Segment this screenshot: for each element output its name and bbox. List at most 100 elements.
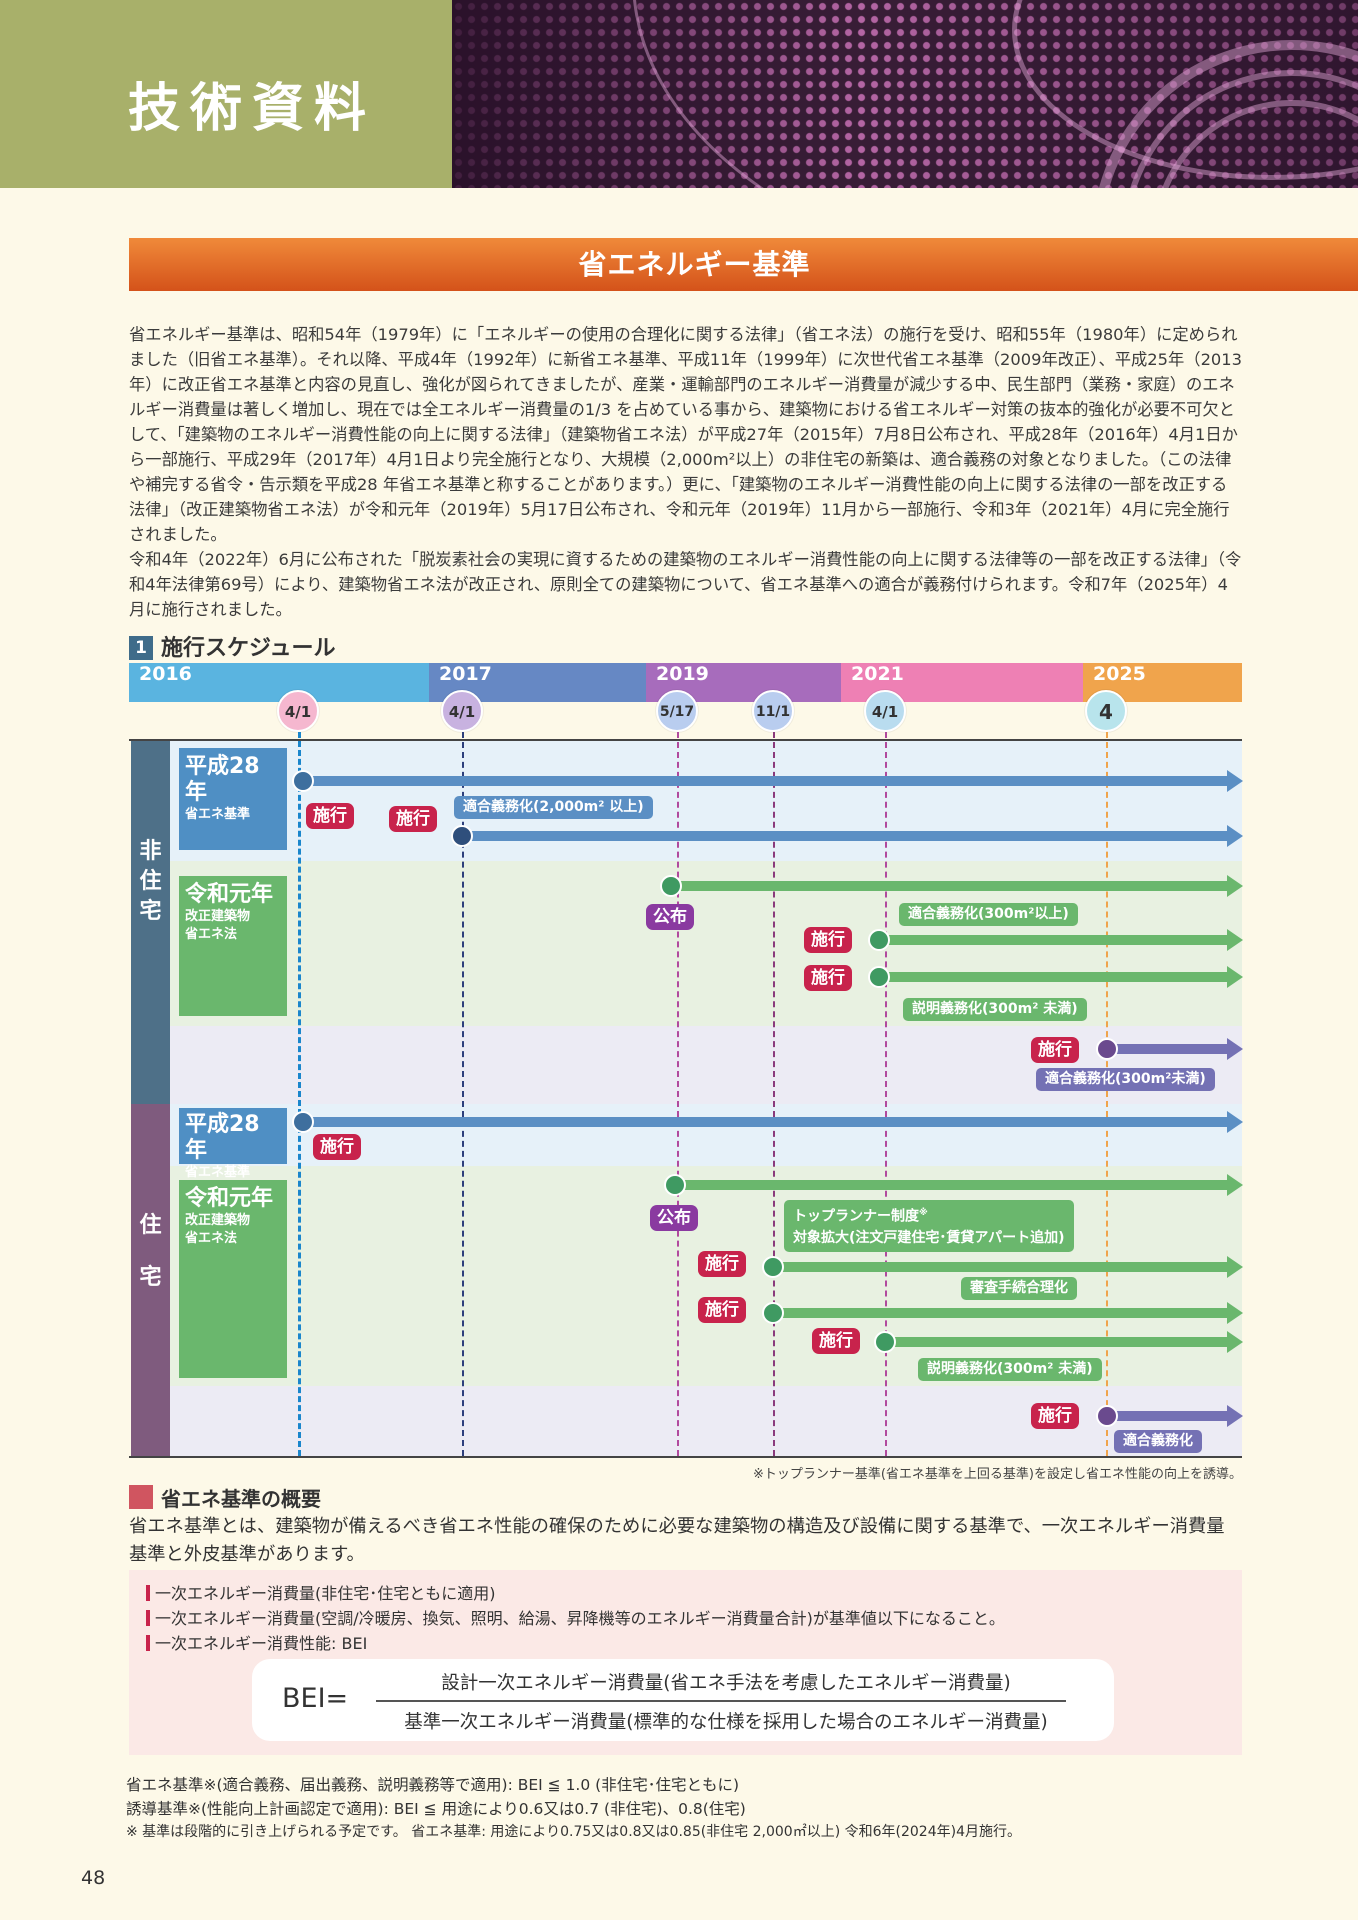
- timeline-arrow: [303, 770, 1243, 792]
- law-subtitle: 省エネ法: [185, 1231, 238, 1246]
- group-label-nonresidential: 非住宅: [131, 741, 170, 1104]
- label-review: 審査手続合理化: [961, 1277, 1077, 1300]
- page-number: 48: [81, 1867, 106, 1889]
- overview-bullet: 一次エネルギー消費量(非住宅･住宅ともに適用): [146, 1580, 496, 1604]
- law-subtitle: 省エネ基準: [185, 1165, 251, 1180]
- schedule-footnote: ※トップランナー基準(省エネ基準を上回る基準)を設定し省エネ性能の向上を誘導。: [752, 1467, 1242, 1482]
- formula-denominator: 基準一次エネルギー消費量(標準的な仕様を採用した場合のエネルギー消費量): [404, 1712, 1048, 1733]
- label-fit-300: 適合義務化(300m²以上): [899, 903, 1078, 926]
- divider: [129, 739, 1242, 741]
- label-fit-2000: 適合義務化(2,000m² 以上): [454, 796, 653, 819]
- intro-text: 省エネルギー基準は、昭和54年（1979年）に「エネルギーの使用の合理化に関する…: [129, 322, 1242, 622]
- year-band-2016: 2016: [129, 663, 429, 702]
- overview-title: 省エネ基準の概要: [161, 1487, 321, 1511]
- milestone-dot: [664, 1174, 686, 1196]
- enforce-tag: 施行: [313, 1134, 361, 1160]
- publish-tag: 公布: [650, 1205, 698, 1231]
- enforce-tag: 施行: [1031, 1037, 1079, 1063]
- intro-paragraph: 省エネルギー基準は、昭和54年（1979年）に「エネルギーの使用の合理化に関する…: [129, 325, 1242, 544]
- label-explain-300: 説明義務化(300m² 未満): [903, 998, 1087, 1021]
- publish-tag: 公布: [646, 904, 694, 930]
- note-line: 省エネ基準※(適合義務、届出義務、説明義務等で適用): BEI ≦ 1.0 (非…: [126, 1776, 739, 1794]
- law-title: 令和元年: [185, 882, 274, 907]
- fraction-line: [376, 1700, 1066, 1702]
- label-top-runner-line1: トップランナー制度: [793, 1208, 919, 1225]
- timeline-arrow: [680, 875, 1243, 897]
- section-number: 1: [129, 636, 153, 660]
- enforce-tag: 施行: [812, 1328, 860, 1354]
- timeline-arrow: [888, 929, 1243, 951]
- milestone-dot: [292, 1111, 314, 1133]
- enforce-tag: 施行: [804, 965, 852, 991]
- note-line: ※ 基準は段階的に引き上げられる予定です。 省エネ基準: 用途により0.75又は…: [126, 1824, 1021, 1840]
- timeline-arrow: [776, 1302, 1243, 1324]
- year-band-2025: 2025: [1083, 663, 1242, 702]
- timeline-arrow: [303, 1111, 1243, 1133]
- law-title: 令和元年: [185, 1186, 274, 1211]
- header-band: [0, 0, 452, 188]
- date-bubble: 4/1: [441, 690, 483, 732]
- date-bubble: 11/1: [752, 690, 794, 732]
- milestone-dot: [868, 966, 890, 988]
- overview-text: 省エネ基準とは、建築物が備えるべき省エネ性能の確保のために必要な建築物の構造及び…: [129, 1516, 1225, 1565]
- overview-heading: 省エネ基準の概要: [129, 1483, 321, 1512]
- law-box-r1-res: 令和元年 改正建築物 省エネ法: [179, 1180, 287, 1378]
- law-subtitle: 省エネ基準: [185, 807, 251, 822]
- date-bubble: 5/17: [656, 690, 698, 732]
- enforce-tag: 施行: [804, 927, 852, 953]
- label-fit-300-under: 適合義務化(300m²未満): [1036, 1068, 1215, 1091]
- law-subtitle: 改正建築物: [185, 909, 251, 924]
- page-category-title: 技術資料: [128, 79, 377, 139]
- section-title-bar: [129, 238, 1358, 291]
- law-title: 平成28年: [185, 754, 260, 805]
- milestone-dot: [868, 929, 890, 951]
- milestone-dot: [1096, 1038, 1118, 1060]
- law-subtitle: 省エネ法: [185, 927, 238, 942]
- row-bg: [170, 741, 1242, 861]
- row-bg: [170, 1386, 1242, 1456]
- divider: [129, 1456, 1242, 1458]
- bei-formula: BEI= 設計一次エネルギー消費量(省エネ手法を考慮したエネルギー消費量) 基準…: [252, 1659, 1114, 1741]
- timeline-2019-05: [677, 732, 679, 1456]
- note-line: 誘導基準※(性能向上計画認定で適用): BEI ≦ 用途により0.6又は0.7 …: [126, 1800, 746, 1818]
- header-decorative-image: [452, 0, 1358, 188]
- date-bubble: 4/1: [277, 690, 319, 732]
- intro-paragraph: 令和4年（2022年）6月に公布された「脱炭素社会の実現に資するための建築物のエ…: [129, 550, 1242, 619]
- timeline-arrow: [466, 825, 1243, 847]
- timeline-2017-04: [462, 732, 464, 1456]
- formula-lhs: BEI=: [282, 1683, 349, 1714]
- timeline-arrow: [1109, 1405, 1243, 1427]
- schedule-heading: 1 施行スケジュール: [129, 630, 335, 662]
- date-bubble: 4: [1085, 690, 1127, 732]
- group-label-residential: 住宅: [131, 1104, 170, 1456]
- timeline-arrow: [888, 1331, 1243, 1353]
- overview-bullet: 一次エネルギー消費性能: BEI: [146, 1630, 367, 1654]
- milestone-dot: [1096, 1405, 1118, 1427]
- enforce-tag: 施行: [698, 1251, 746, 1277]
- schedule-title: 施行スケジュール: [161, 636, 336, 661]
- law-box-h28-nonres: 平成28年 省エネ基準: [179, 748, 287, 850]
- timeline-2019-11: [773, 732, 775, 1456]
- law-box-h28-res: 平成28年 省エネ基準: [179, 1108, 287, 1180]
- label-top-runner: トップランナー制度※ 対象拡大(注文戸建住宅･賃貸アパート追加): [784, 1200, 1074, 1252]
- milestone-dot: [292, 770, 314, 792]
- law-title: 平成28年: [185, 1112, 260, 1163]
- law-subtitle: 改正建築物: [185, 1213, 251, 1228]
- milestone-dot: [874, 1331, 896, 1353]
- enforce-tag: 施行: [1031, 1403, 1079, 1429]
- timeline-2025-04: [1106, 732, 1108, 1456]
- law-box-r1-nonres: 令和元年 改正建築物 省エネ法: [179, 876, 287, 1016]
- heading-marker: [129, 1485, 153, 1509]
- timeline-arrow: [776, 1256, 1243, 1278]
- group-label-text: 住宅: [139, 1213, 162, 1290]
- overview-bullet: 一次エネルギー消費量(空調/冷暖房、換気、照明、給湯、昇降機等のエネルギー消費量…: [146, 1605, 1005, 1629]
- milestone-dot: [451, 825, 473, 847]
- timeline-arrow: [680, 1174, 1243, 1196]
- timeline-arrow: [1109, 1038, 1243, 1060]
- label-explain-300-res: 説明義務化(300m² 未満): [918, 1358, 1102, 1381]
- milestone-dot: [660, 875, 682, 897]
- group-label-text: 非住宅: [139, 839, 162, 924]
- enforce-tag: 施行: [698, 1297, 746, 1323]
- enforce-tag: 施行: [389, 806, 437, 832]
- milestone-dot: [762, 1302, 784, 1324]
